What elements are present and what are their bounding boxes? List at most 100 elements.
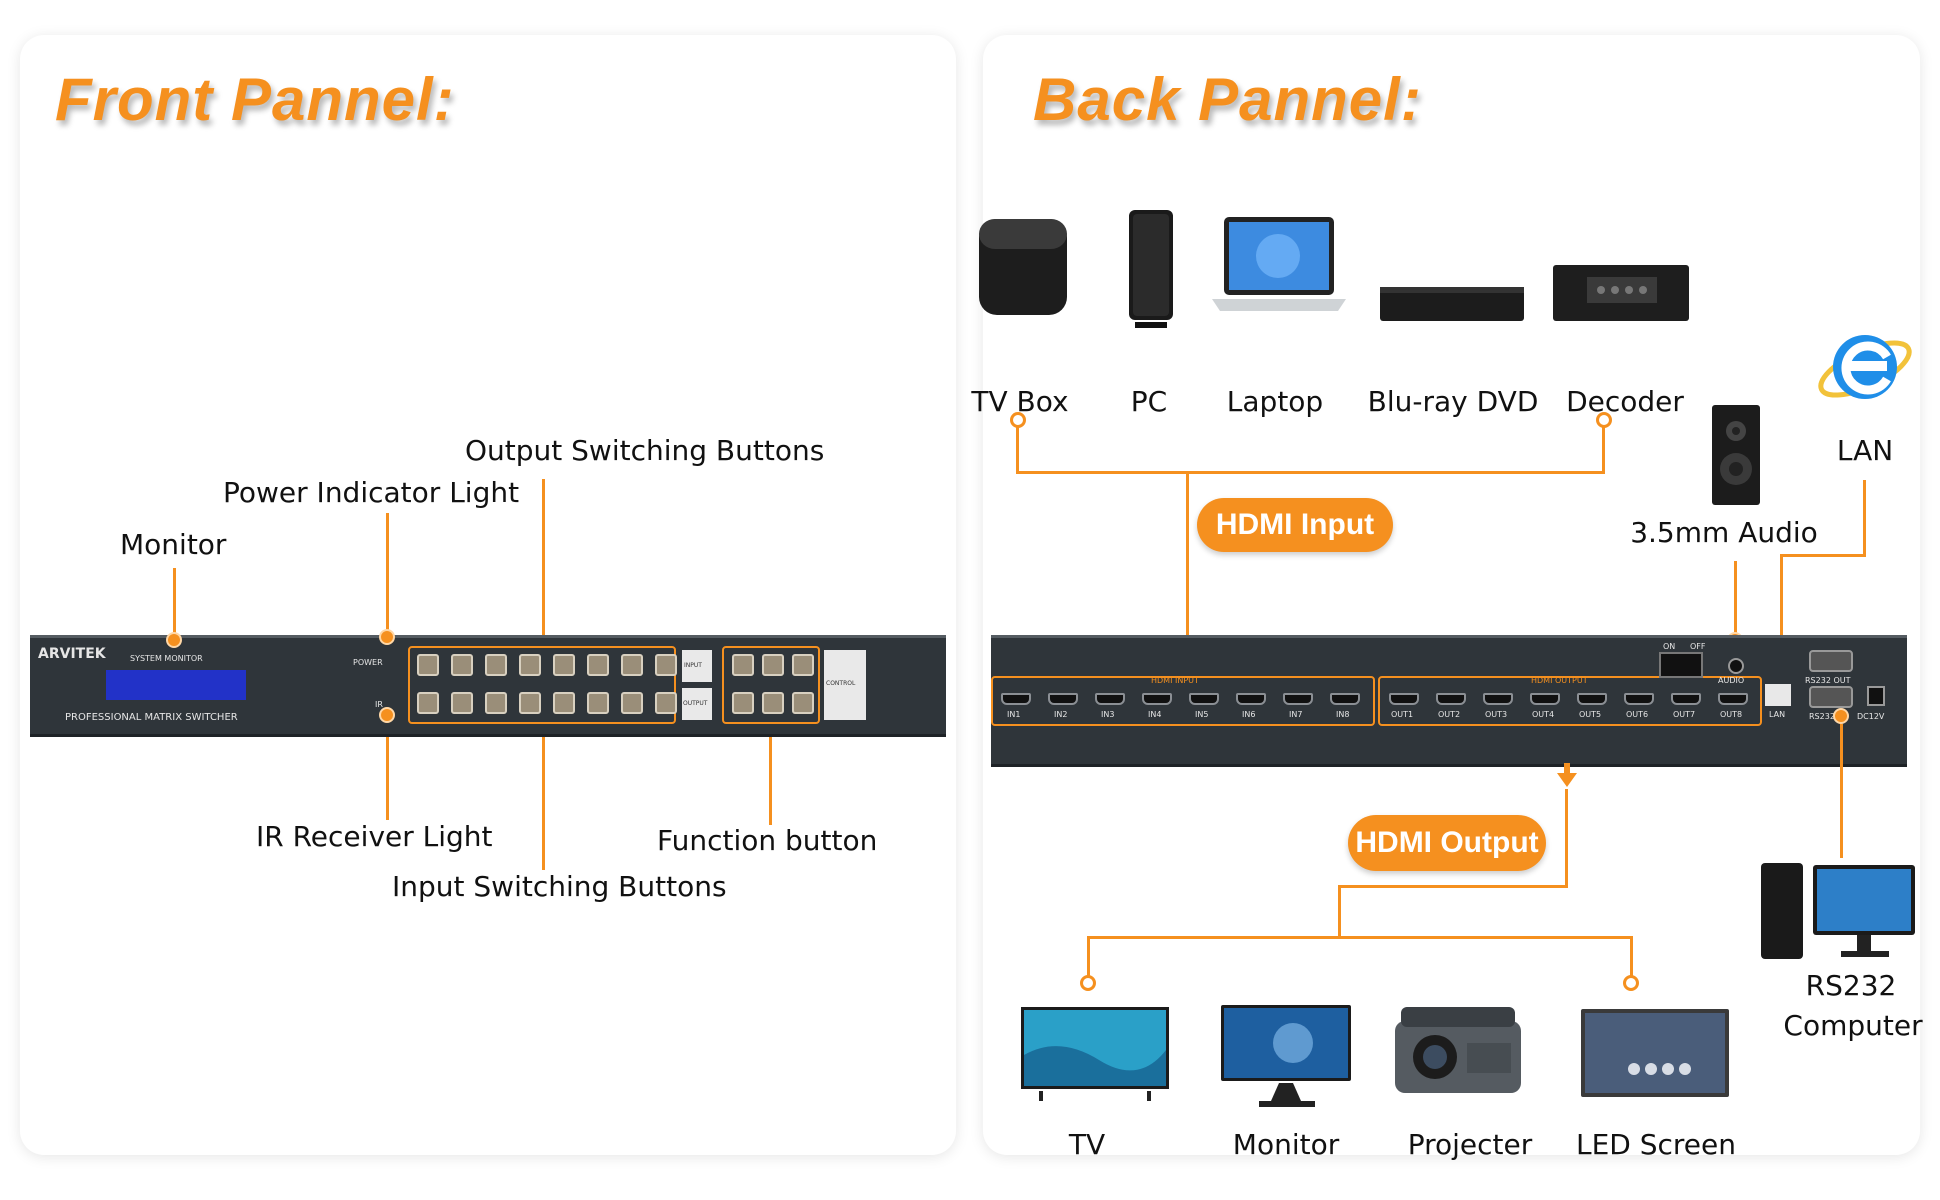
hdmi-out-port-8 xyxy=(1718,693,1748,705)
lan-port xyxy=(1765,684,1791,706)
source-label-laptop: Laptop xyxy=(1226,385,1324,418)
function-button-block xyxy=(722,646,820,724)
monitor-label: Monitor xyxy=(120,528,227,561)
model-text: PROFESSIONAL MATRIX SWITCHER xyxy=(65,712,238,723)
hdmi-in-port-8 xyxy=(1330,693,1360,705)
function-button-3[interactable] xyxy=(792,654,814,676)
lcd-monitor xyxy=(106,670,246,700)
out-label-6: OUT6 xyxy=(1626,710,1649,719)
out-label-8: OUT8 xyxy=(1720,710,1743,719)
input-button-1[interactable] xyxy=(417,654,439,676)
laptop-icon xyxy=(1212,217,1346,311)
output-arrow-icon xyxy=(1557,763,1577,787)
lan-line-vertical xyxy=(1863,480,1866,557)
output-button-6[interactable] xyxy=(587,692,609,714)
ir-leader-line xyxy=(386,730,389,820)
source-label-pc: PC xyxy=(1130,385,1168,418)
rs232-out-port xyxy=(1809,650,1853,672)
dc-text: DC12V xyxy=(1857,712,1885,721)
function-button-label: Function button xyxy=(657,824,878,857)
lan-port-text: LAN xyxy=(1769,710,1786,719)
rs232-in-port xyxy=(1809,686,1853,708)
output-switching-label: Output Switching Buttons xyxy=(465,434,825,467)
control-tag-text: CONTROL xyxy=(826,680,856,687)
audio-jack xyxy=(1728,658,1744,674)
audio-port-text: AUDIO xyxy=(1718,676,1745,685)
hdmi-in-port-7 xyxy=(1283,693,1313,705)
display-label-led-screen: LED Screen xyxy=(1575,1128,1737,1161)
blu-ray-icon xyxy=(1380,287,1524,321)
pc-tower-icon xyxy=(1129,210,1173,328)
output-button-1[interactable] xyxy=(417,692,439,714)
input-connector-right-ring xyxy=(1596,412,1612,428)
audio-label: 3.5mm Audio xyxy=(1630,516,1818,549)
hdmi-in-port-4 xyxy=(1142,693,1172,705)
function-button-1[interactable] xyxy=(732,654,754,676)
input-button-8[interactable] xyxy=(655,654,677,676)
in-label-1: IN1 xyxy=(1007,710,1021,719)
display-label-monitor: Monitor xyxy=(1232,1128,1340,1161)
audio-line xyxy=(1734,561,1737,635)
output-button-7[interactable] xyxy=(621,692,643,714)
function-button-2[interactable] xyxy=(762,654,784,676)
output-button-2[interactable] xyxy=(451,692,473,714)
front-panel: Front Pannel: Monitor Power Indicator Li… xyxy=(20,35,956,1155)
hdmi-out-port-4 xyxy=(1530,693,1560,705)
power-text: POWER xyxy=(353,658,383,667)
output-button-5[interactable] xyxy=(553,692,575,714)
function-leader-line xyxy=(769,725,772,825)
monitor-dot xyxy=(166,632,182,648)
in-label-4: IN4 xyxy=(1148,710,1162,719)
input-button-2[interactable] xyxy=(451,654,473,676)
power-leader-line xyxy=(386,513,389,636)
hdmi-out-port-6 xyxy=(1624,693,1654,705)
output-tag-text: OUTPUT xyxy=(683,700,708,707)
computer-label: Computer xyxy=(1783,1009,1923,1042)
lan-label: LAN xyxy=(1836,434,1894,467)
hdmi-in-port-6 xyxy=(1236,693,1266,705)
output-button-4[interactable] xyxy=(519,692,541,714)
input-line-right xyxy=(1602,427,1605,474)
on-text: ON xyxy=(1663,642,1676,651)
brand-logo: ARVITEK xyxy=(38,646,106,662)
out-label-2: OUT2 xyxy=(1438,710,1461,719)
speaker-icon xyxy=(1712,405,1760,505)
output-button-8[interactable] xyxy=(655,692,677,714)
hdmi-out-port-7 xyxy=(1671,693,1701,705)
function-button-4[interactable] xyxy=(732,692,754,714)
input-button-5[interactable] xyxy=(553,654,575,676)
input-tag: INPUT xyxy=(682,650,712,682)
input-line-down xyxy=(1186,471,1189,696)
output-line-right xyxy=(1630,936,1633,978)
output-connector-right-ring xyxy=(1623,975,1639,991)
in-label-3: IN3 xyxy=(1101,710,1115,719)
system-monitor-text: SYSTEM MONITOR xyxy=(130,654,203,663)
rs232-dot xyxy=(1833,708,1849,724)
function-button-6[interactable] xyxy=(792,692,814,714)
output-line-down xyxy=(1565,789,1568,888)
lan-line-down xyxy=(1780,554,1783,704)
output-button-3[interactable] xyxy=(485,692,507,714)
output-line-horizontal-top xyxy=(1338,885,1568,888)
in-label-2: IN2 xyxy=(1054,710,1068,719)
input-button-7[interactable] xyxy=(621,654,643,676)
output-connector-left-ring xyxy=(1080,975,1096,991)
input-line-horizontal xyxy=(1016,471,1605,474)
hdmi-in-port-2 xyxy=(1048,693,1078,705)
input-button-4[interactable] xyxy=(519,654,541,676)
out-label-5: OUT5 xyxy=(1579,710,1602,719)
source-label-decoder: Decoder xyxy=(1566,385,1684,418)
power-switch[interactable] xyxy=(1659,652,1703,678)
function-button-5[interactable] xyxy=(762,692,784,714)
input-button-3[interactable] xyxy=(485,654,507,676)
out-label-7: OUT7 xyxy=(1673,710,1696,719)
dc-port xyxy=(1867,686,1885,706)
input-connector-left-ring xyxy=(1010,412,1026,428)
rs232-line xyxy=(1840,724,1843,858)
front-panel-title: Front Pannel: xyxy=(55,66,455,133)
projector-icon xyxy=(1395,1007,1521,1093)
power-indicator-label: Power Indicator Light xyxy=(223,476,520,509)
source-label-tv-box: TV Box xyxy=(971,385,1069,418)
in-label-8: IN8 xyxy=(1336,710,1350,719)
input-button-6[interactable] xyxy=(587,654,609,676)
